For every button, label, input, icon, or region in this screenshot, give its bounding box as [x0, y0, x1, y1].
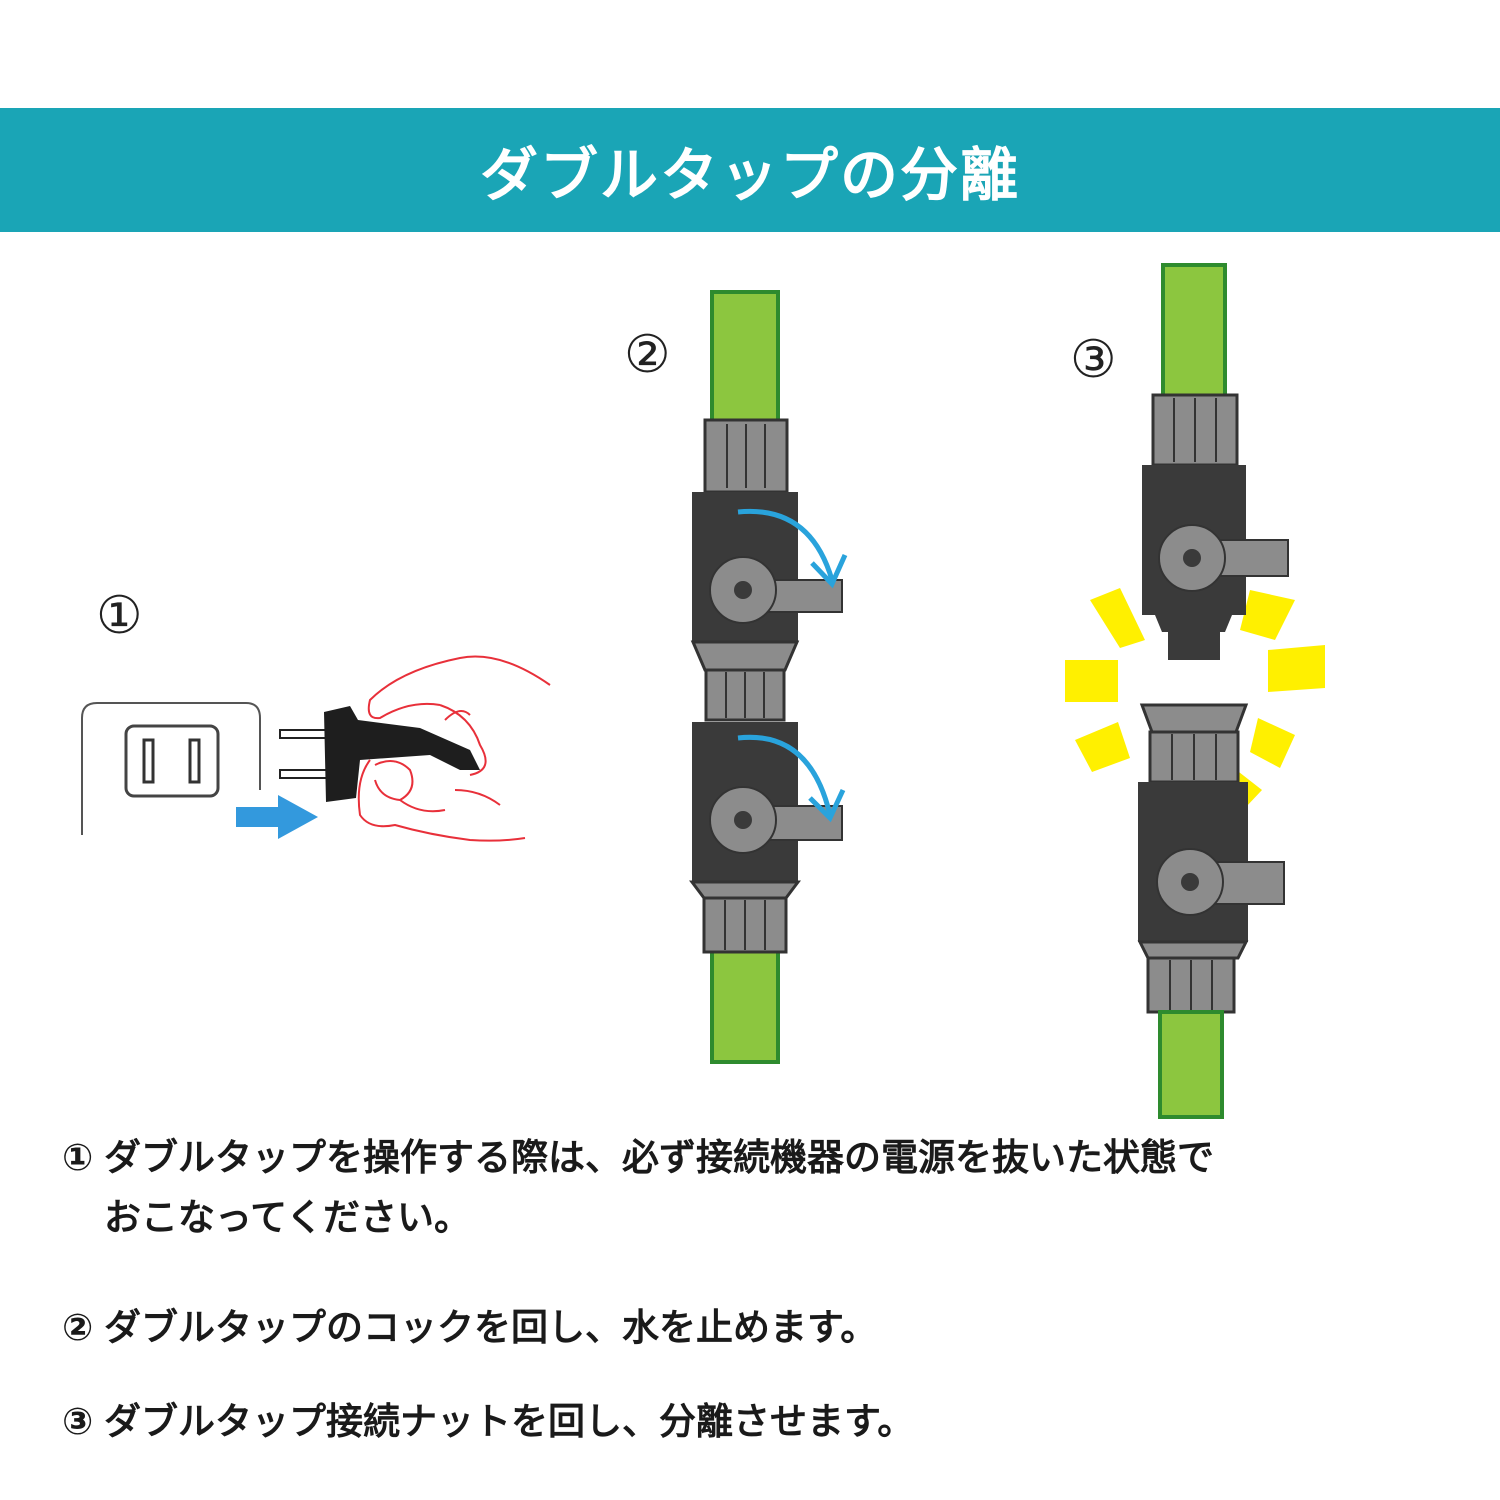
instruction-text: ダブルタップ接続ナットを回し、分離させます。 — [104, 1400, 915, 1443]
plug-body — [324, 706, 480, 802]
outlet-slot-right — [188, 738, 201, 784]
nut-bottom — [689, 880, 801, 954]
outlet-slot-left — [142, 738, 155, 784]
instruction-text: ダブルタップを操作する際は、必ず接続機器の電源を抜いた状態で — [104, 1136, 1214, 1179]
instruction-marker: ① — [62, 1136, 94, 1179]
step-marker-2: ② — [624, 325, 671, 385]
hose-lower — [710, 948, 780, 1064]
valve-handle-lower-3 — [1156, 848, 1285, 916]
rotate-arrow-icon-upper — [737, 508, 835, 581]
nut-middle-upper — [690, 640, 800, 722]
nut-separated-3 — [1139, 703, 1249, 784]
step1-illustration — [81, 655, 551, 842]
nut-top-3 — [1151, 393, 1239, 467]
instruction-text: ダブルタップのコックを回し、水を止めます。 — [104, 1306, 878, 1349]
valve-handle-upper-3 — [1158, 524, 1289, 592]
title-bar: ダブルタップの分離 — [0, 108, 1500, 232]
instruction-text-line2: おこなってください。 — [104, 1196, 472, 1239]
thread-stub-3 — [1168, 632, 1220, 660]
hose-upper-3 — [1161, 263, 1227, 407]
burst-rays — [1065, 588, 1325, 808]
rotate-arrow-icon-lower — [737, 734, 833, 816]
instruction-marker: ② — [62, 1306, 94, 1349]
valve-handle-upper — [709, 556, 843, 624]
outlet-faceplate — [124, 724, 220, 798]
nut-bottom-3 — [1137, 940, 1249, 1014]
instruction-marker: ③ — [62, 1400, 94, 1443]
page-title: ダブルタップの分離 — [479, 141, 1020, 209]
plug-prong-bottom — [279, 769, 329, 779]
hose-lower-3 — [1158, 1010, 1224, 1119]
step-marker-3: ③ — [1070, 330, 1117, 390]
step-marker-1: ① — [96, 586, 143, 646]
step3-illustration — [1065, 263, 1325, 1119]
push-arrow-icon — [236, 795, 318, 839]
step2-illustration — [689, 290, 848, 1064]
plug-prong-top — [279, 729, 329, 739]
hose-upper — [710, 290, 780, 434]
hand-outline — [357, 655, 551, 842]
nut-top — [703, 418, 789, 494]
